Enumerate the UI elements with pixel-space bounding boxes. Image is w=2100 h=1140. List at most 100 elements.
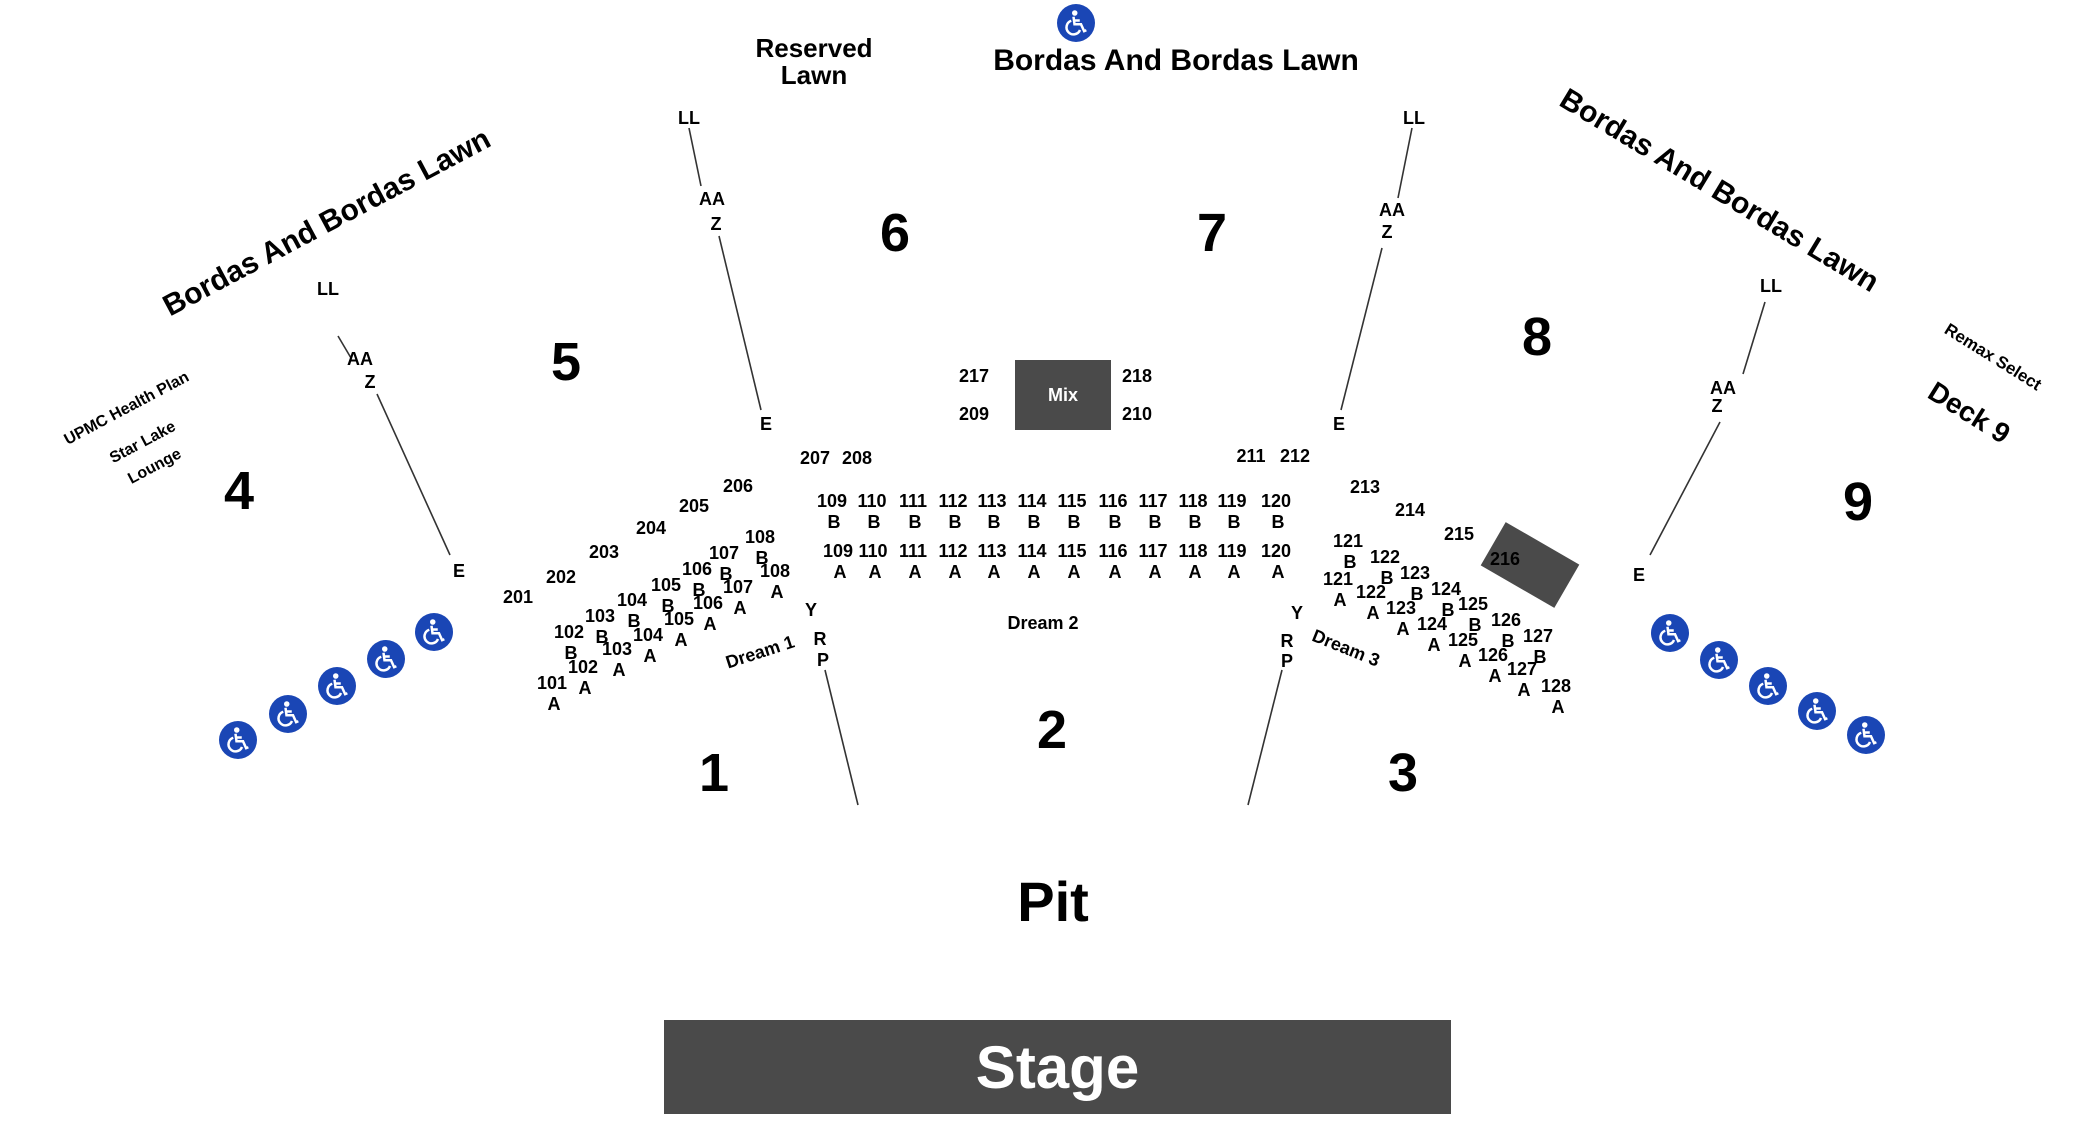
box-116[interactable]: 116: [1098, 541, 1128, 561]
box-119[interactable]: 119: [1217, 541, 1247, 561]
box-128[interactable]: 128: [1540, 676, 1572, 696]
box-115[interactable]: 115: [1057, 491, 1087, 511]
wheelchair-icon[interactable]: [1798, 692, 1836, 730]
box-120[interactable]: 120: [1260, 491, 1292, 511]
section-1[interactable]: 1: [698, 743, 730, 803]
box-109[interactable]: 109: [816, 491, 848, 511]
pit-label[interactable]: Pit: [1017, 870, 1089, 933]
box-112[interactable]: 112: [938, 491, 968, 511]
box-126[interactable]: 126: [1477, 645, 1509, 665]
wheelchair-icon[interactable]: [1651, 614, 1689, 652]
wheelchair-icon[interactable]: [1700, 641, 1738, 679]
box-122[interactable]: 122: [1355, 582, 1387, 602]
box-115[interactable]: 115: [1057, 541, 1087, 561]
box-214[interactable]: 214: [1394, 500, 1426, 520]
box-103[interactable]: 103: [584, 606, 616, 626]
box-121[interactable]: 121: [1322, 569, 1354, 589]
box-103[interactable]: 103: [601, 639, 633, 659]
box-123[interactable]: 123: [1385, 598, 1417, 618]
wheelchair-icon[interactable]: [415, 613, 453, 651]
box-208[interactable]: 208: [841, 448, 873, 468]
box-118[interactable]: 118: [1178, 541, 1208, 561]
box-107[interactable]: 107: [708, 543, 740, 563]
box-122[interactable]: 122: [1369, 547, 1401, 567]
box-212[interactable]: 212: [1279, 446, 1311, 466]
box-105[interactable]: 105: [650, 575, 682, 595]
box-120[interactable]: 120: [1260, 541, 1292, 561]
box-125[interactable]: 125: [1447, 630, 1479, 650]
section-9[interactable]: 9: [1842, 472, 1874, 532]
box-112[interactable]: 112: [938, 541, 968, 561]
section-3[interactable]: 3: [1387, 743, 1419, 803]
section-5[interactable]: 5: [550, 332, 582, 392]
box-202[interactable]: 202: [545, 567, 577, 587]
section-4[interactable]: 4: [223, 461, 255, 521]
box-121[interactable]: 121: [1332, 531, 1364, 551]
box-126[interactable]: 126: [1490, 610, 1522, 630]
box-209[interactable]: 209: [958, 404, 990, 424]
box-201[interactable]: 201: [502, 587, 534, 607]
box-123[interactable]: 123: [1399, 563, 1431, 583]
box-110[interactable]: 110: [858, 541, 888, 561]
box-101[interactable]: 101: [536, 673, 568, 693]
box-102[interactable]: 102: [553, 622, 585, 642]
box-102[interactable]: 102: [567, 657, 599, 677]
section-2[interactable]: 2: [1036, 700, 1068, 760]
box-125[interactable]: 125: [1457, 594, 1489, 614]
box-204[interactable]: 204: [635, 518, 667, 538]
box-108[interactable]: 108: [759, 561, 791, 581]
box-203[interactable]: 203: [588, 542, 620, 562]
wheelchair-icon[interactable]: [219, 721, 257, 759]
box-206[interactable]: 206: [722, 476, 754, 496]
box-108[interactable]: 108: [744, 527, 776, 547]
section-8[interactable]: 8: [1521, 307, 1553, 367]
box-124[interactable]: 124: [1430, 579, 1462, 599]
box-127[interactable]: 127: [1522, 626, 1554, 646]
box-127[interactable]: 127: [1506, 659, 1538, 679]
box-119[interactable]: 119: [1217, 491, 1247, 511]
wheelchair-icon[interactable]: [1847, 716, 1885, 754]
box-210[interactable]: 210: [1121, 404, 1153, 424]
box-207[interactable]: 207: [799, 448, 831, 468]
box-117[interactable]: 117: [1138, 491, 1168, 511]
box-205[interactable]: 205: [678, 496, 710, 516]
wheelchair-icon[interactable]: [318, 667, 356, 705]
wheelchair-icon[interactable]: [1057, 4, 1095, 42]
wheelchair-icon[interactable]: [1749, 667, 1787, 705]
box-216[interactable]: 216: [1489, 549, 1521, 569]
reserved-lawn-label-2[interactable]: Lawn: [780, 60, 848, 90]
box-113[interactable]: 113: [977, 541, 1007, 561]
box-217[interactable]: 217: [958, 366, 990, 386]
box-107[interactable]: 107: [722, 577, 754, 597]
box-114[interactable]: 114: [1017, 491, 1047, 511]
box-105[interactable]: 105: [663, 609, 695, 629]
box-117[interactable]: 117: [1138, 541, 1168, 561]
section-7[interactable]: 7: [1196, 203, 1228, 263]
box-124[interactable]: 124: [1416, 614, 1448, 634]
box-row-letter: A: [703, 614, 717, 634]
box-114[interactable]: 114: [1017, 541, 1047, 561]
wheelchair-icon[interactable]: [367, 640, 405, 678]
box-104[interactable]: 104: [616, 590, 648, 610]
box-104[interactable]: 104: [632, 625, 664, 645]
box-109[interactable]: 109: [822, 541, 854, 561]
box-213[interactable]: 213: [1349, 477, 1381, 497]
dream2-label[interactable]: Dream 2: [1007, 613, 1079, 633]
box-215[interactable]: 215: [1443, 524, 1475, 544]
box-116[interactable]: 116: [1098, 491, 1128, 511]
box-111[interactable]: 111: [898, 491, 928, 511]
section-6[interactable]: 6: [879, 203, 911, 263]
box-218[interactable]: 218: [1121, 366, 1153, 386]
box-113[interactable]: 113: [977, 491, 1007, 511]
bordas-lawn-top[interactable]: Bordas And Bordas Lawn: [993, 44, 1359, 77]
box-110[interactable]: 110: [857, 491, 887, 511]
box-118[interactable]: 118: [1178, 491, 1208, 511]
wheelchair-icon[interactable]: [269, 695, 307, 733]
box-106[interactable]: 106: [692, 593, 724, 613]
stage[interactable]: Stage: [664, 1020, 1451, 1114]
reserved-lawn-label-1[interactable]: Reserved: [755, 33, 873, 63]
box-106[interactable]: 106: [681, 559, 713, 579]
box-row-letter: A: [733, 598, 747, 618]
box-111[interactable]: 111: [898, 541, 928, 561]
box-211[interactable]: 211: [1236, 446, 1266, 466]
